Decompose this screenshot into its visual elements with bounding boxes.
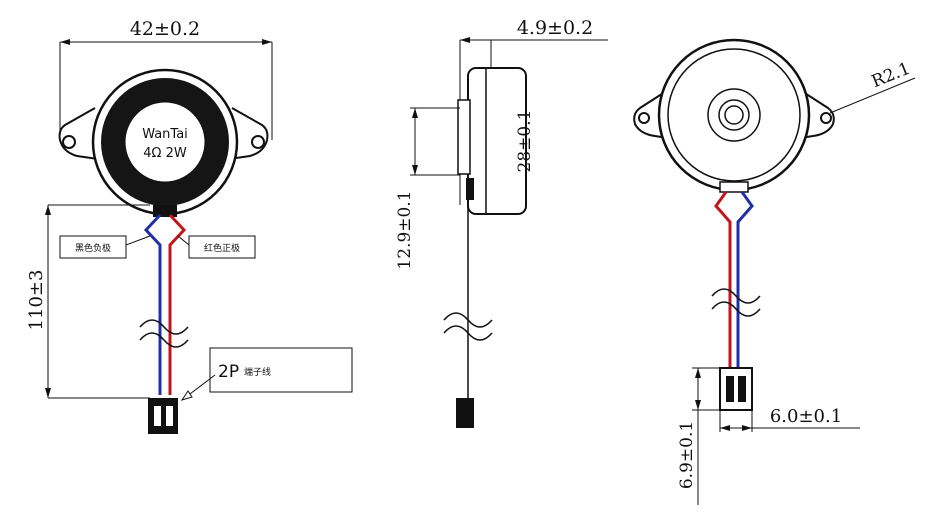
- wire-red-positive: [168, 213, 187, 395]
- width-dimension-text: 42±0.2: [130, 18, 200, 40]
- connector-label: 2P: [218, 362, 239, 382]
- connector-width-text: 6.0±0.1: [770, 406, 842, 427]
- connector-2p: [719, 367, 753, 411]
- leader-line: [177, 235, 190, 246]
- connector-2p: [148, 398, 178, 434]
- wire-black-negative: [143, 213, 162, 395]
- height-dimension-text: 12.9±0.1: [395, 190, 415, 269]
- arrow-down: [45, 388, 51, 398]
- radius-dimension-text: R2.1: [869, 59, 913, 92]
- leader-arrow: [180, 390, 193, 401]
- magnet-inner: [718, 99, 750, 131]
- magnet-ring: [707, 88, 761, 142]
- break-symbol: [139, 319, 189, 348]
- arrow-left: [460, 37, 470, 43]
- mounting-hole-right: [820, 112, 832, 124]
- connector-pin: [726, 376, 734, 402]
- arrow-right: [262, 39, 272, 45]
- arrow-up: [695, 368, 701, 378]
- speaker-back-ring: [667, 48, 801, 182]
- label-box-negative: [59, 235, 127, 259]
- side-view: 4.9±0.2 28±0.1 12.9±0.1: [395, 17, 608, 428]
- arrow-left: [720, 425, 730, 431]
- diameter-dimension-text: 28±0.1: [515, 110, 535, 173]
- speaker-back-outer: [657, 38, 811, 192]
- mounting-hole-left: [62, 135, 76, 149]
- mounting-hole-right: [251, 135, 265, 149]
- mounting-hole-left: [638, 112, 650, 124]
- front-view: 42±0.2 WanTai 4Ω 2W 110±3 黑色负极 红色正极: [26, 18, 353, 434]
- label-negative: 黑色负极: [75, 242, 111, 254]
- wire-terminal: [466, 178, 474, 200]
- mounting-flange-profile: [457, 99, 471, 175]
- arrow-left: [60, 39, 70, 45]
- radius-leader: [829, 77, 916, 114]
- connector-height-text: 6.9±0.1: [677, 421, 697, 489]
- connector-pin: [154, 406, 161, 426]
- leader-line: [125, 235, 151, 246]
- thickness-dimension-text: 4.9±0.2: [517, 17, 593, 39]
- connector-suffix: 端子线: [244, 366, 271, 378]
- arrow-down: [412, 165, 418, 175]
- mounting-flange: [633, 89, 835, 141]
- back-view: R2.1 6.0±0.1 6.9±0.1: [633, 38, 916, 505]
- wire-black-negative: [736, 191, 754, 368]
- arrow-down: [695, 400, 701, 410]
- break-symbol: [443, 312, 493, 341]
- connector-pin: [166, 406, 173, 426]
- wire-terminal: [153, 205, 177, 217]
- brand-text: WanTai: [142, 127, 188, 142]
- magnet-center: [724, 105, 744, 125]
- speaker-label-area: [124, 101, 206, 183]
- connector-label-box: [209, 347, 353, 393]
- length-dimension-text: 110±3: [26, 270, 47, 331]
- connector-pin: [738, 376, 746, 402]
- wire-terminal: [719, 181, 749, 193]
- rating-text: 4Ω 2W: [143, 146, 187, 161]
- arrow-up: [45, 205, 51, 215]
- mounting-flange: [58, 107, 269, 161]
- connector-profile: [456, 398, 474, 428]
- label-positive: 红色正极: [204, 242, 240, 254]
- arrow-up: [412, 108, 418, 118]
- wire-red-positive: [714, 191, 732, 368]
- break-symbol: [711, 288, 761, 317]
- arrow-right: [742, 425, 752, 431]
- label-box-positive: [188, 235, 256, 259]
